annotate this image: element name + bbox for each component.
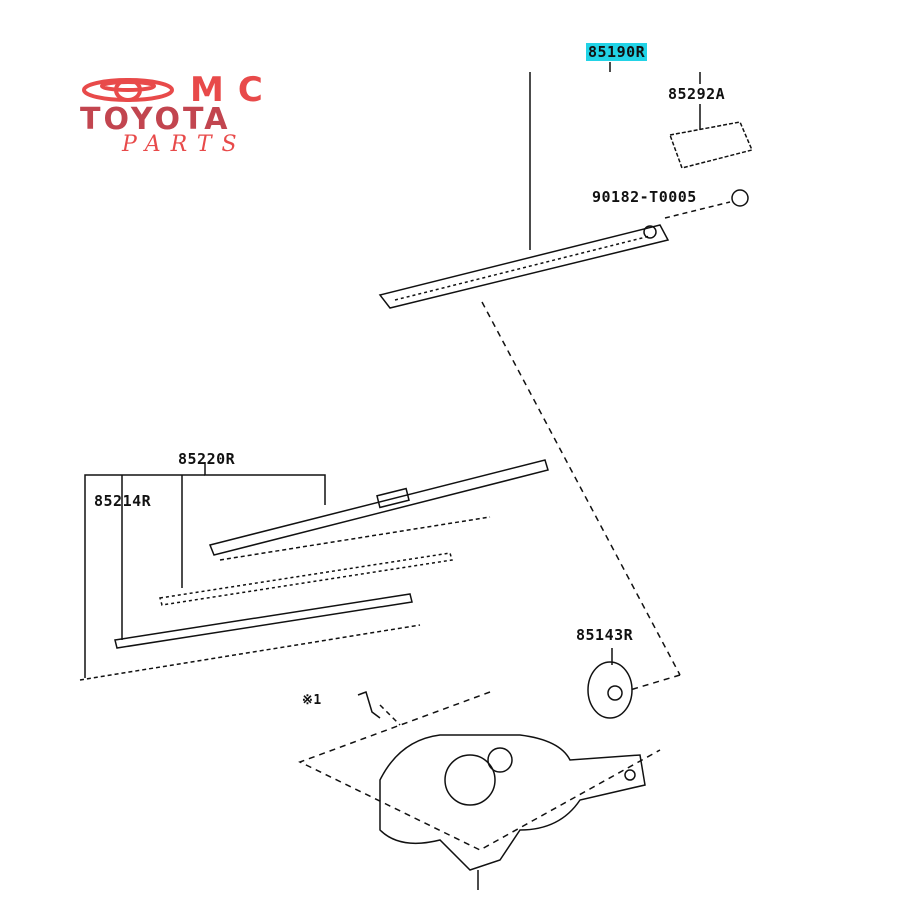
part-label-90182-T0005[interactable]: 90182-T0005	[592, 188, 697, 206]
part-label-85190R[interactable]: 85190R	[586, 43, 648, 61]
nut-90182	[731, 189, 749, 207]
logo-parts: PARTS	[122, 132, 247, 157]
part-label-85214R[interactable]: 85214R	[94, 492, 152, 510]
pivot-cap-85143R	[587, 661, 633, 719]
part-label-85143R[interactable]: 85143R	[576, 626, 634, 644]
logo-toyota: TOYOTA	[80, 102, 231, 137]
wiper-motor	[379, 734, 646, 871]
screw-icon	[357, 691, 381, 719]
cap-85292A	[668, 121, 754, 169]
wiper-blade-85220R	[208, 459, 549, 556]
omc-toyota-parts-logo: MC TOYOTA PARTS	[80, 70, 340, 157]
wiper-arm-85190R	[378, 224, 670, 309]
part-label-85220R[interactable]: 85220R	[178, 450, 236, 468]
note-mark-1: ※1	[302, 693, 322, 708]
part-label-85292A[interactable]: 85292A	[668, 85, 726, 103]
logo-mc: MC	[190, 70, 277, 110]
